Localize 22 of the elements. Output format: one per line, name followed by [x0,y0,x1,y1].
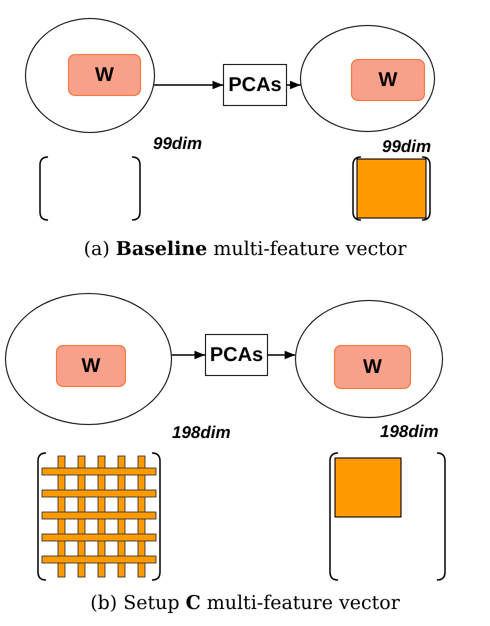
arrow [154,80,223,90]
node-label: PCAs [210,344,264,366]
caption: (b) Setup C multi-feature vector [90,592,400,614]
caption: (a) Baseline multi-feature vector [84,238,406,260]
dimension-label: 198dim [172,423,231,443]
label-box [223,64,287,106]
dimension-label: 198dim [380,422,439,442]
node-label: PCAs [228,74,282,96]
arrow [268,350,296,360]
node-label: W [363,356,382,378]
node-label: W [378,68,398,92]
node-label: W [95,64,114,86]
label-box [205,334,268,376]
label-box [351,59,425,101]
dimension-label: 99dim [382,137,432,157]
label-box [68,54,141,96]
label-box [56,345,126,387]
label-box [334,345,411,389]
arrow [287,80,300,90]
dimension-label: 99dim [153,134,202,154]
arrow [172,350,205,360]
node-label: W [82,354,100,378]
